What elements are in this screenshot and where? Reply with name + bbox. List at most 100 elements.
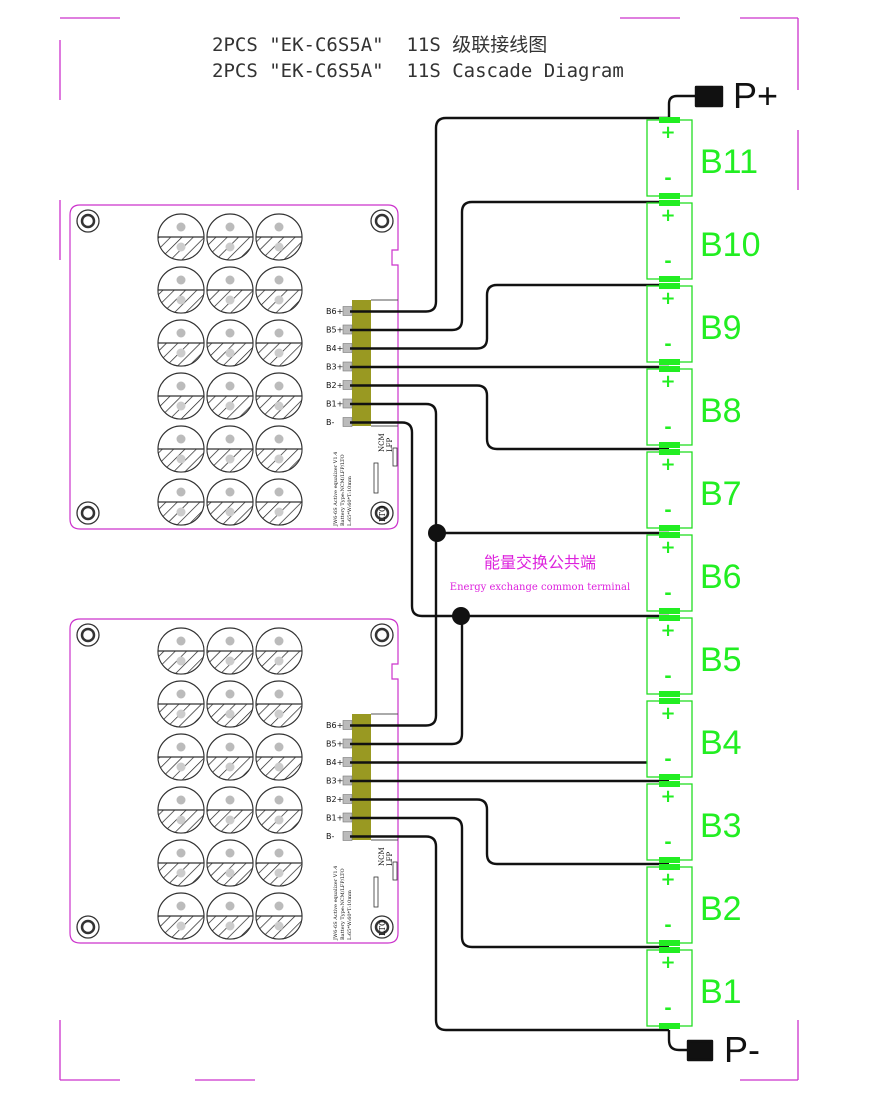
capacitor-pad [274, 689, 284, 699]
capacitor-pad [225, 507, 235, 517]
cell-negative-tab [659, 857, 680, 863]
cell-label: B4 [700, 724, 742, 762]
board-outline [69, 618, 399, 944]
capacitor-pad [274, 921, 284, 931]
cell-body [646, 949, 693, 1027]
board-silkscreen: Battery Type:NCM/LFP/LTO [340, 868, 346, 940]
capacitor-pad [176, 242, 186, 252]
board-lfp-label: LFP [386, 437, 394, 452]
capacitor-pad [225, 689, 235, 699]
cell-label: B2 [700, 890, 742, 928]
pin-label: B3+ [326, 363, 343, 372]
capacitor-pad [225, 636, 235, 646]
capacitor-pad [274, 401, 284, 411]
capacitor-pad [274, 381, 284, 391]
junction-dot [428, 524, 446, 542]
wire [350, 533, 438, 727]
capacitor-pad [176, 507, 186, 517]
capacitor-pad [274, 656, 284, 666]
common-terminal-label-cn: 能量交换公共端 [484, 553, 596, 572]
capacitor-pad [225, 275, 235, 285]
wire [350, 283, 669, 350]
cell-minus-sign: - [664, 749, 671, 770]
capacitor-pad [225, 295, 235, 305]
pin-label: B1+ [326, 814, 343, 823]
cell-negative-tab [659, 691, 680, 697]
balancer-board-2: B6+B5+B4+B3+B2+B1+B-JW6-6S Active equali… [69, 618, 399, 944]
capacitor-pad [225, 434, 235, 444]
p-minus-label: P- [724, 1029, 760, 1070]
capacitor-pad [225, 656, 235, 666]
board-lfp-label: LFP [386, 851, 394, 866]
capacitor-pad [225, 328, 235, 338]
mounting-hole-inner [80, 213, 96, 229]
cell-label: B6 [700, 558, 742, 596]
cell-negative-tab [659, 442, 680, 448]
mounting-hole-inner [374, 213, 390, 229]
pin-label: B2+ [326, 795, 343, 804]
cell-positive-tab [659, 615, 680, 621]
wire [350, 798, 669, 866]
capacitor-pad [274, 636, 284, 646]
p-minus-terminal [686, 1039, 714, 1062]
capacitor-pad [225, 242, 235, 252]
capacitor-pad [274, 848, 284, 858]
cell-body [646, 119, 693, 197]
pin-header [352, 714, 371, 840]
cell-minus-sign: - [664, 998, 671, 1019]
capacitor-pad [274, 454, 284, 464]
cell-plus-sign: + [660, 122, 675, 143]
capacitor-pad [176, 275, 186, 285]
capacitor-pad [176, 795, 186, 805]
battery-cell-b11: +-B11 [646, 117, 758, 199]
cell-minus-sign: - [664, 915, 671, 936]
capacitor-pad [176, 901, 186, 911]
common-terminal-label-en: Energy exchange common terminal [450, 582, 630, 593]
cell-positive-tab [659, 283, 680, 289]
capacitor-pad [225, 742, 235, 752]
cell-minus-sign: - [664, 583, 671, 604]
cell-label: B7 [700, 475, 742, 513]
cell-positive-tab [659, 864, 680, 870]
mounting-hole [76, 209, 100, 233]
battery-cell-b4: +-B4 [646, 698, 742, 780]
capacitor-pad [225, 921, 235, 931]
p-plus-label: P+ [733, 75, 778, 116]
capacitor-pad [225, 795, 235, 805]
cell-minus-sign: - [664, 334, 671, 355]
cell-minus-sign: - [664, 666, 671, 687]
lto-switch [373, 876, 379, 908]
battery-cell-b6: + - B6 [646, 532, 742, 614]
cell-plus-sign: + [660, 537, 675, 558]
cell-negative-tab [659, 525, 680, 531]
capacitor-pad [274, 815, 284, 825]
pin-label: B4+ [326, 758, 343, 767]
capacitor-pad [225, 868, 235, 878]
cell-negative-tab [659, 940, 680, 946]
capacitor-pad [225, 348, 235, 358]
battery-cell-b1: +-B1 [646, 947, 742, 1029]
board-ncm-label: NCM [378, 433, 386, 452]
balancer-board-1: B6+B5+B4+B3+B2+B1+B-JW6-6S Active equali… [69, 204, 399, 530]
capacitor-pad [225, 848, 235, 858]
cell-positive-tab [659, 532, 680, 538]
cell-label: B5 [700, 641, 742, 679]
battery-cell-b5: +-B5 [646, 615, 742, 697]
battery-cell-b10: +-B10 [646, 200, 761, 282]
jumper-switch [392, 861, 398, 881]
cell-positive-tab [659, 781, 680, 787]
cell-negative-tab [659, 276, 680, 282]
board-silkscreen: L:65*W:60*T:10mm [347, 476, 353, 526]
cell-positive-tab [659, 117, 680, 123]
wire [350, 384, 669, 451]
wire [667, 1030, 688, 1052]
junction-dot [452, 607, 470, 625]
cell-plus-sign: + [660, 371, 675, 392]
capacitor-pad [176, 868, 186, 878]
battery-cell-b3: +-B3 [646, 781, 742, 863]
board-silkscreen: JW6-6S Active equalizer V1.4 [333, 452, 339, 527]
cell-minus-sign: - [664, 251, 671, 272]
cell-minus-sign: - [664, 168, 671, 189]
